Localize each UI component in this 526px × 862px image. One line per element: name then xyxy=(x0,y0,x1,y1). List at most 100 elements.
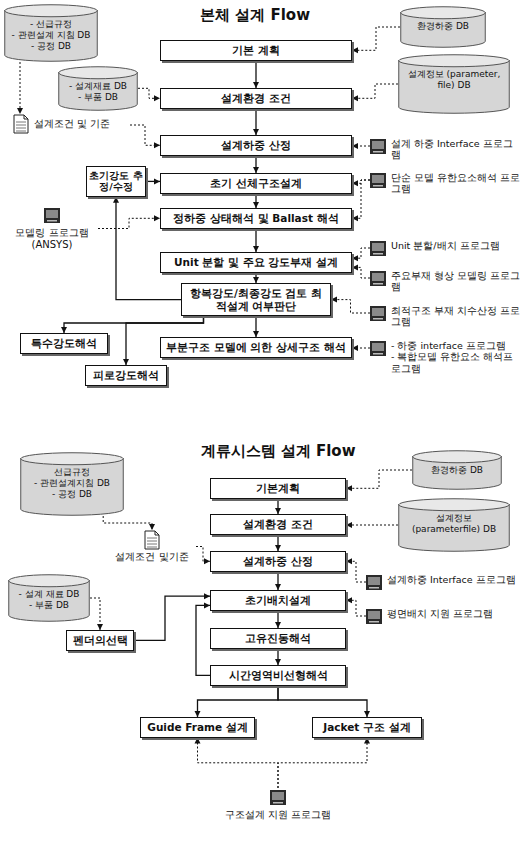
flow-arrow xyxy=(275,499,281,514)
connector-line xyxy=(196,547,210,562)
arrow-head xyxy=(352,180,358,186)
database-cylinder: 선급규정- 관련설계지침 DB- 공정 DB xyxy=(20,452,124,516)
process-box: 초기강도 추정/수정 xyxy=(86,166,146,197)
node-text: 부분구조 모델에 의한 상세구조 해석 xyxy=(165,341,347,354)
arrow-head xyxy=(352,264,358,270)
node-text: 초기배치설계 xyxy=(215,594,341,607)
data-link xyxy=(352,248,370,261)
process-box: Jacket 구조 설계 xyxy=(312,717,422,738)
node-text: 평면배치 지원 프로그램 xyxy=(387,608,522,619)
arrow-head xyxy=(331,297,337,303)
data-link xyxy=(17,62,23,114)
connector-line xyxy=(98,218,160,228)
program-symbol xyxy=(370,306,386,321)
flow-arrow xyxy=(253,61,259,88)
node-text: 설계조건 및 기준 xyxy=(34,118,130,130)
arrow-head xyxy=(149,524,155,530)
program-icon: Unit 분할/배치 프로그램 xyxy=(370,240,522,258)
flow-arrow xyxy=(253,316,259,337)
connector-line xyxy=(352,84,398,98)
connector-line xyxy=(352,248,370,258)
connector-line xyxy=(196,605,210,675)
database-cylinder: - 선급규정- 관련설계 지침 DB- 공정 DB xyxy=(4,4,98,62)
node-text: 펜더의선택 xyxy=(71,634,129,647)
node-text: 설계하중 Interface 프로그램 xyxy=(387,574,522,585)
process-box: Unit 분할 및 주요 강도부재 설계 xyxy=(160,252,352,273)
connector-line xyxy=(20,62,21,114)
flow-arrow xyxy=(253,273,259,283)
diagram-title: 본체 설계 Flow xyxy=(150,6,360,24)
node-text: 설계정보 (parameter, file) DB xyxy=(402,69,506,91)
database-cylinder: 환경하중 DB xyxy=(400,6,486,48)
connector-line xyxy=(352,27,400,50)
flow-arrow xyxy=(134,593,210,640)
data-link xyxy=(352,264,370,278)
node-text: Unit 분할 및 주요 강도부재 설계 xyxy=(165,256,347,269)
flow-arrow xyxy=(146,178,160,184)
node-text: 선급규정 xyxy=(24,467,120,478)
arrow-head xyxy=(346,485,352,491)
process-box: 피로강도해석 xyxy=(85,365,167,386)
node-text: - 부품 DB xyxy=(12,600,86,611)
process-box: 설계환경 조건 xyxy=(160,88,352,109)
connector-line xyxy=(130,125,160,145)
node-text: Guide Frame 설계 xyxy=(145,721,250,734)
program-symbol xyxy=(270,790,286,805)
arrow-head xyxy=(352,95,358,101)
document-symbol xyxy=(14,115,28,133)
node-text: 설계조건 및기준 xyxy=(108,551,196,563)
node-text: 환경하중 DB xyxy=(416,465,498,476)
connector-line xyxy=(198,686,279,717)
connector-line xyxy=(64,316,204,333)
node-text: 설계환경 조건 xyxy=(215,518,341,531)
process-box: 정하중 상태해석 및 Ballast 해석 xyxy=(160,208,352,229)
database-cylinder: - 설계 재료 DB- 부품 DB xyxy=(8,574,90,622)
data-link xyxy=(352,180,370,221)
program-symbol xyxy=(370,139,386,154)
arrow-head xyxy=(352,47,358,53)
node-text: - 공정 DB xyxy=(24,489,120,500)
arrow-head xyxy=(364,738,370,744)
program-icon: 최적구조 부재 치수산정 프로그램 xyxy=(370,305,522,328)
connector-line xyxy=(352,180,370,218)
connector-line xyxy=(346,561,366,582)
arrow-head xyxy=(195,738,201,744)
database-cylinder: 설계정보 (parameterfile) DB xyxy=(398,498,510,552)
data-link xyxy=(138,88,160,101)
program-symbol xyxy=(370,173,386,188)
flow-arrow xyxy=(275,572,281,590)
node-text: 피로강도해석 xyxy=(90,369,162,382)
arrow-head xyxy=(346,597,352,603)
connector-line xyxy=(198,738,279,788)
flow-arrow xyxy=(253,194,259,208)
data-link xyxy=(352,84,398,101)
arrow-head xyxy=(352,143,358,149)
node-text: 구조설계 지원 프로그램 xyxy=(198,809,358,821)
connector-line xyxy=(134,596,210,640)
flow-arrow xyxy=(253,229,259,252)
connector-line xyxy=(103,516,152,530)
database-cylinder: 환경하중 DB xyxy=(412,450,502,490)
diagram-title: 계류시스템 설계 Flow xyxy=(160,442,396,460)
document-symbol xyxy=(145,531,159,549)
arrow-head xyxy=(17,108,23,114)
node-text: 고유진동해석 xyxy=(215,632,341,645)
node-text: 설계환경 조건 xyxy=(165,92,347,105)
data-link xyxy=(352,143,370,149)
program-icon: 구조설계 지원 프로그램 xyxy=(198,788,358,821)
node-text: 초기강도 추정/수정 xyxy=(89,170,143,193)
process-box: 설계하중 산정 xyxy=(160,135,352,156)
program-symbol xyxy=(370,271,386,286)
node-text: - 선급규정 xyxy=(8,19,94,30)
node-text: Unit 분할/배치 프로그램 xyxy=(391,240,522,251)
program-icon: - 하중 interface 프로그램- 복합모델 유한요소 해석프로그램 xyxy=(370,340,522,374)
connector-line xyxy=(346,470,412,488)
node-text: 환경하중 DB xyxy=(404,21,482,32)
data-link xyxy=(196,547,210,565)
document-icon: 설계조건 및 기준 xyxy=(12,114,130,136)
database-cylinder: 설계정보 (parameter, file) DB xyxy=(398,54,510,114)
flow-arrow xyxy=(275,535,281,551)
program-symbol xyxy=(366,575,382,590)
node-text: 초기 선체구조설계 xyxy=(165,177,347,190)
